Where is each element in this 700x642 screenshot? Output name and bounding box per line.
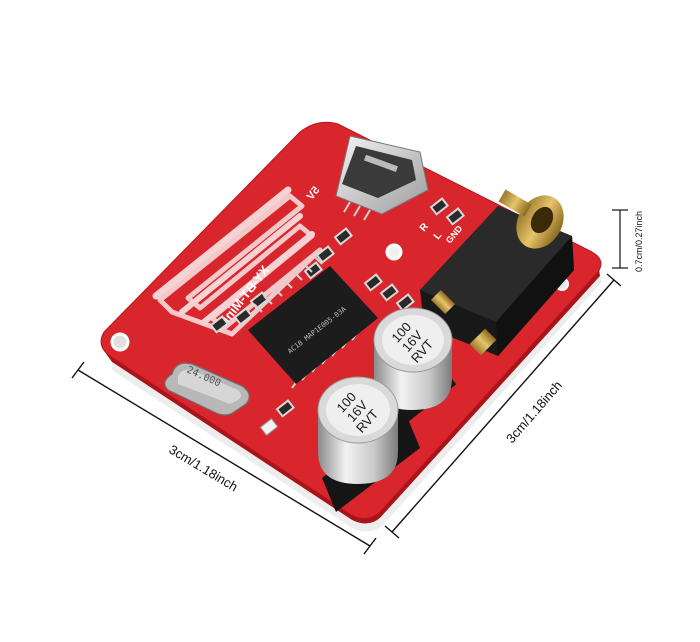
mounting-hole: [385, 243, 403, 261]
micro-usb-port: [335, 135, 429, 221]
height-dimension-label: 0.7cm/0.27inch: [634, 211, 644, 272]
channel-label-l: L: [432, 230, 444, 242]
bluetooth-ic-chip: AC18 MAP1E005-03A: [248, 255, 378, 389]
width-dimension-label: 3cm/1.18inch: [166, 442, 240, 495]
crystal-oscillator: 24.000: [164, 362, 250, 416]
mounting-hole: [110, 332, 130, 352]
electrolytic-capacitor: 100 16V RVT: [367, 307, 457, 437]
depth-dimension-label: 3cm/1.18inch: [503, 378, 565, 446]
height-dimension: 0.7cm/0.27inch: [612, 209, 644, 272]
status-led: [259, 418, 279, 436]
electrolytic-capacitor: 100 16V RVT: [317, 376, 420, 512]
audio-jack-3-5mm: [420, 189, 574, 356]
pcb-board: XY-BT-Mini 5V R L GN: [100, 121, 602, 532]
